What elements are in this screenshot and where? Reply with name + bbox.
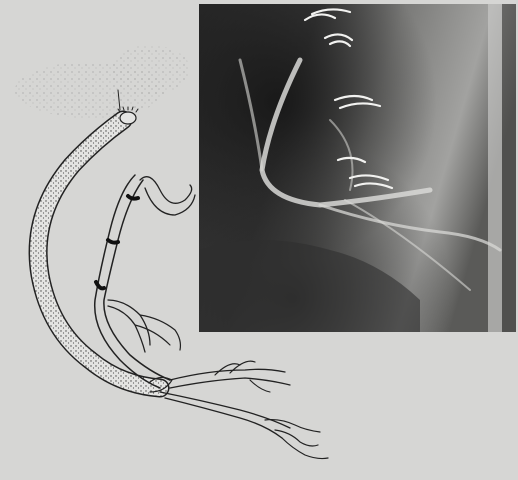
angiogram-photo xyxy=(199,4,516,332)
stipple-cloud xyxy=(15,45,190,118)
